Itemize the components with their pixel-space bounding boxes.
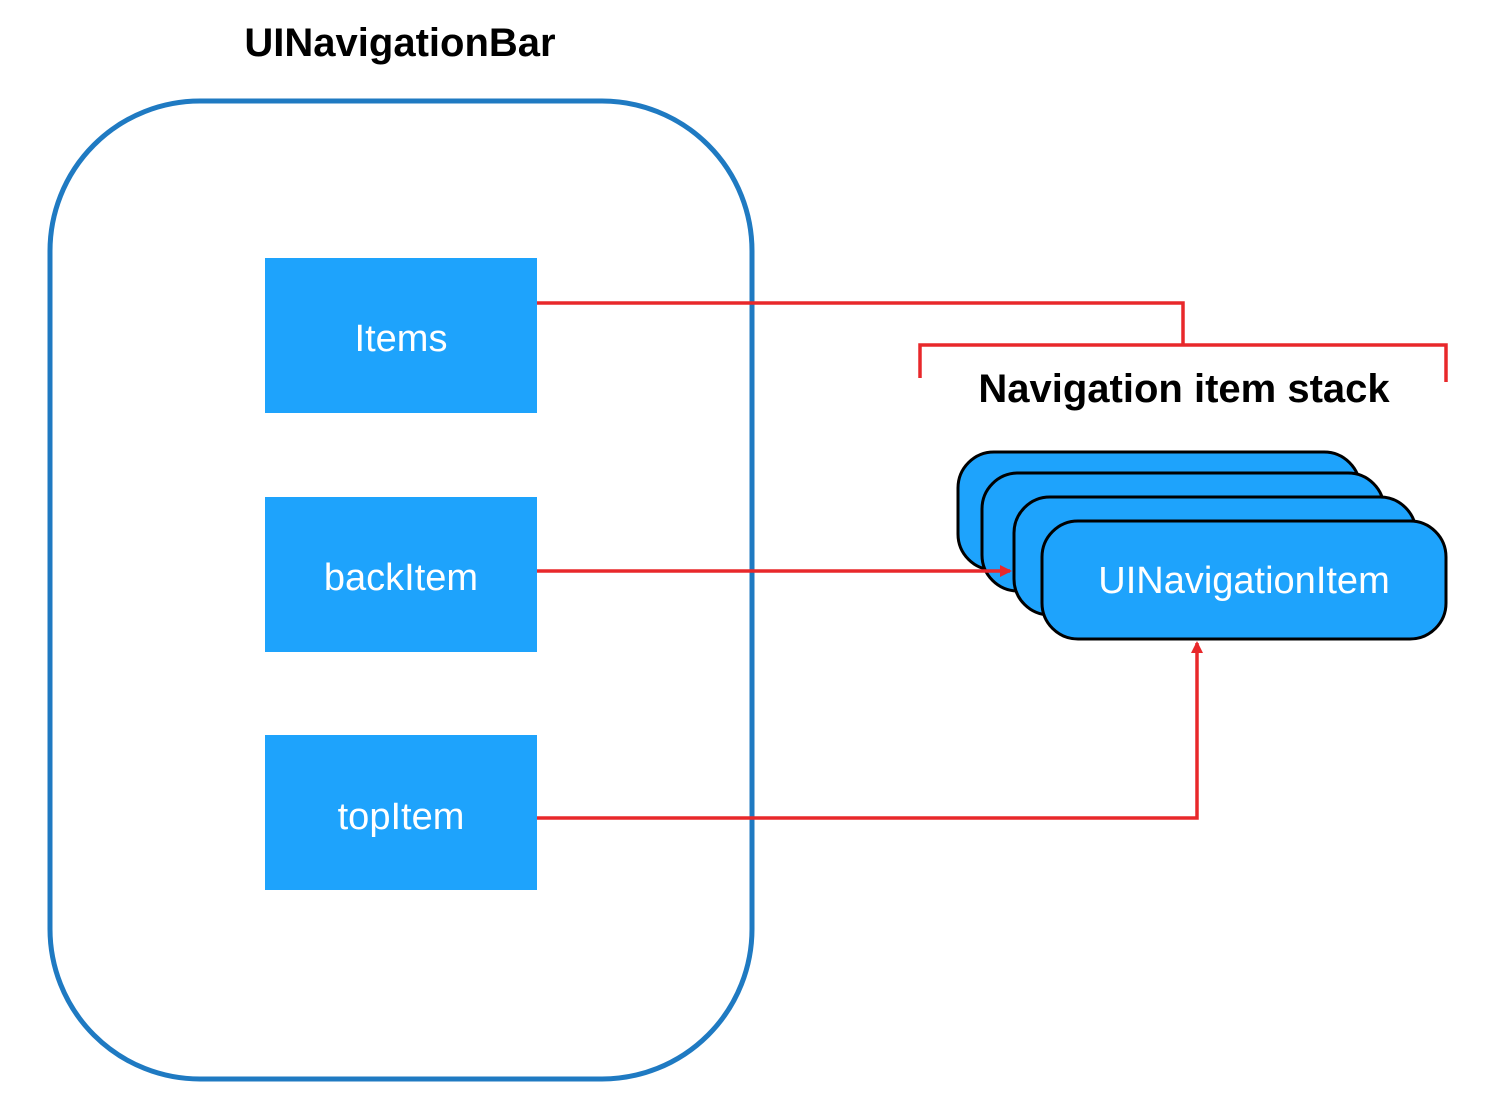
stack-item-label: UINavigationItem: [1098, 560, 1389, 602]
property-label-topitem: topItem: [338, 796, 465, 838]
property-box-topitem-rect: [265, 735, 537, 890]
property-box-backitem: backItem: [265, 497, 537, 652]
property-label-backitem: backItem: [324, 557, 478, 599]
property-box-items: Items: [265, 258, 537, 413]
navigation-bar-container: [47, 98, 755, 1082]
property-box-items-rect: [265, 258, 537, 413]
stack-card-1: [1040, 519, 1448, 641]
connector-topitem-to-card: [537, 641, 1203, 820]
property-box-backitem-rect: [265, 497, 537, 652]
property-box-topitem: topItem: [265, 735, 537, 890]
connector-items-to-stack: [537, 301, 1185, 345]
stack-title: Navigation item stack: [978, 367, 1390, 411]
property-label-items: Items: [355, 318, 448, 360]
container-title: UINavigationBar: [244, 21, 555, 65]
